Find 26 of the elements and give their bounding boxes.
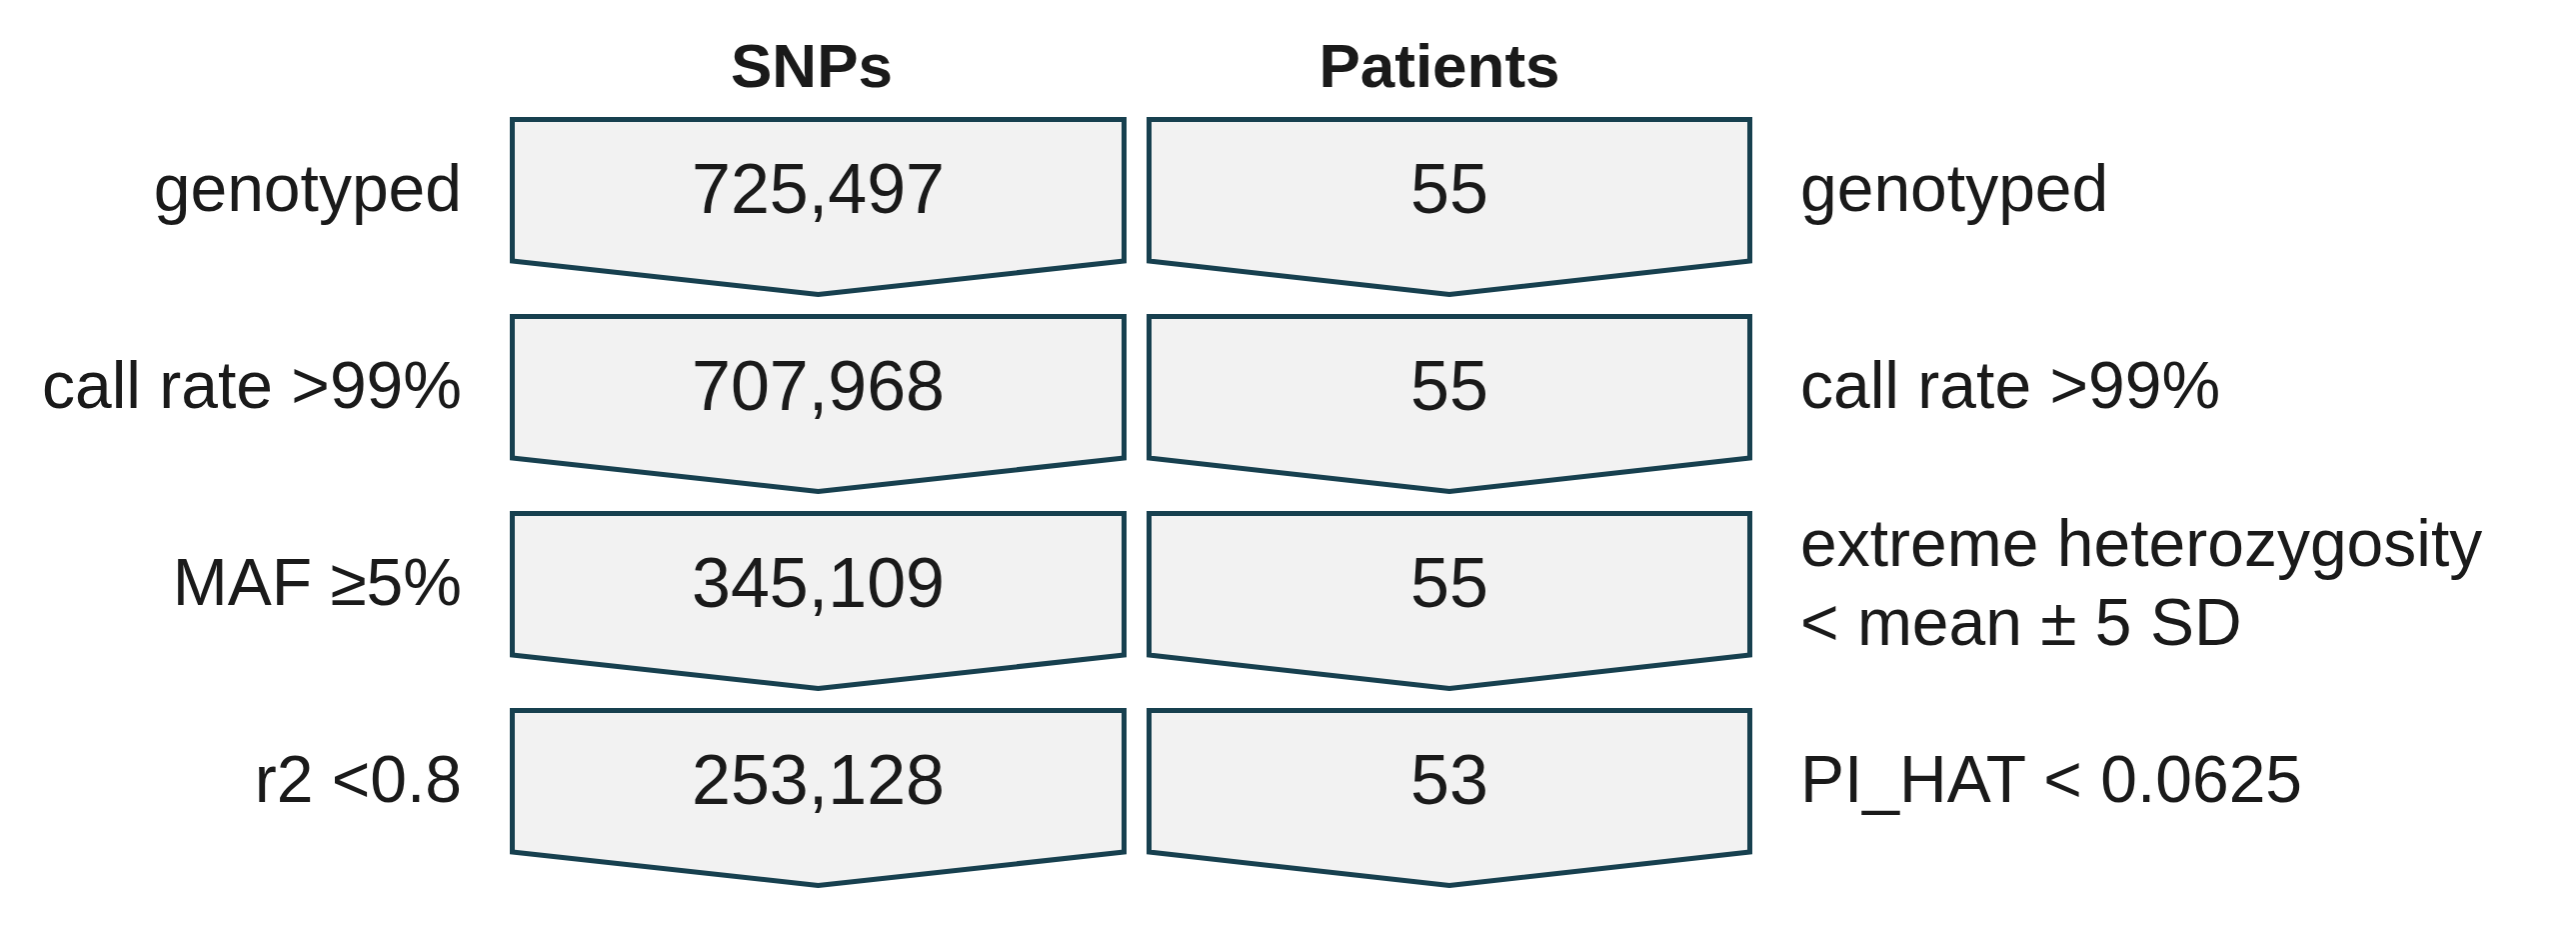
filter-criterion: extreme heterozygosity < mean ± 5 SD [1800, 504, 2484, 661]
count-value: 707,968 [691, 347, 945, 425]
chevron-box [1147, 511, 1752, 691]
count-value: 55 [1410, 544, 1488, 622]
chevron-box [1147, 708, 1752, 888]
count-value: 53 [1410, 741, 1488, 819]
filter-criterion: call rate >99% [1800, 347, 2221, 425]
filter-criterion: MAF ≥5% [172, 544, 462, 622]
filter-criterion: PI_HAT < 0.0625 [1800, 741, 2303, 819]
chevron-box [510, 117, 1127, 297]
column-header: SNPs [731, 30, 893, 102]
count-value: 253,128 [691, 741, 945, 819]
filter-criterion: r2 <0.8 [254, 741, 462, 819]
filter-criterion: call rate >99% [41, 347, 462, 425]
count-value: 55 [1410, 150, 1488, 228]
column-header: Patients [1318, 30, 1560, 102]
count-value: 345,109 [691, 544, 945, 622]
chevron-box [510, 708, 1127, 888]
filter-criterion: genotyped [153, 150, 462, 228]
chevron-box [1147, 314, 1752, 494]
chevron-box [510, 511, 1127, 691]
count-value: 725,497 [691, 150, 945, 228]
chevron-box [510, 314, 1127, 494]
count-value: 55 [1410, 347, 1488, 425]
filter-criterion: genotyped [1800, 150, 2109, 228]
chevron-box [1147, 117, 1752, 297]
